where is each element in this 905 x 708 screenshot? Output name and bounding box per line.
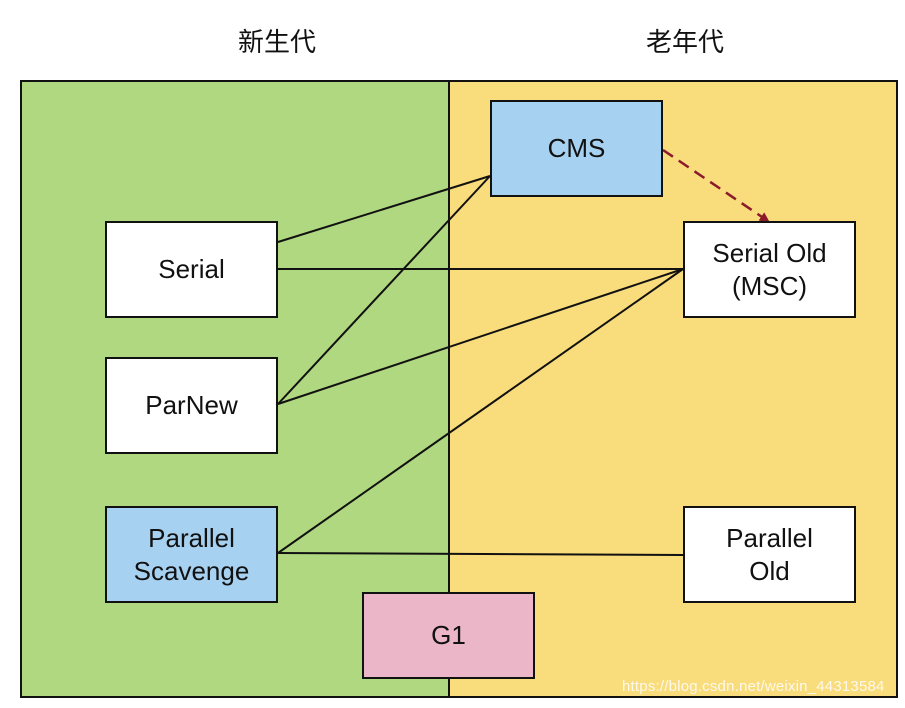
- watermark-text: https://blog.csdn.net/weixin_44313584: [622, 678, 885, 695]
- collector-parallel-scavenge: Parallel Scavenge: [105, 506, 278, 603]
- collector-parnew: ParNew: [105, 357, 278, 454]
- collector-g1: G1: [362, 592, 535, 679]
- collector-cms: CMS: [490, 100, 663, 197]
- collector-serial-old: Serial Old (MSC): [683, 221, 856, 318]
- collector-parallel-old: Parallel Old: [683, 506, 856, 603]
- collector-serial: Serial: [105, 221, 278, 318]
- young-generation-heading: 新生代: [237, 28, 316, 58]
- old-generation-heading: 老年代: [645, 28, 724, 58]
